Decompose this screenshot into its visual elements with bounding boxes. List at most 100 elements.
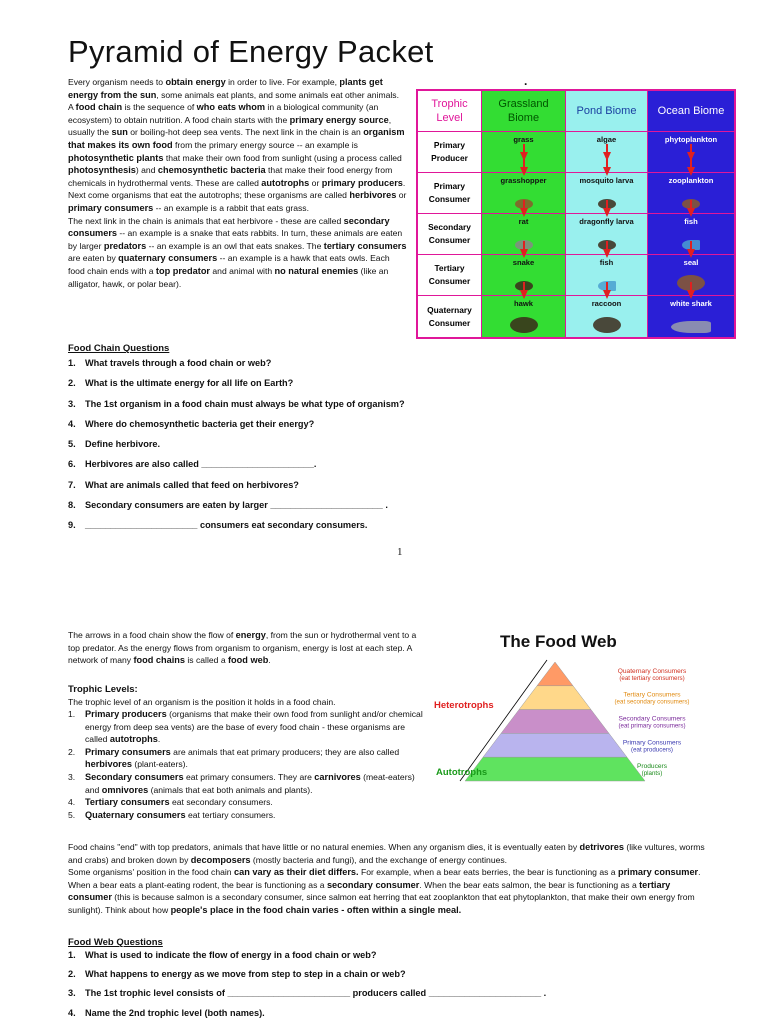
bold-term: tertiary consumer [68,879,671,903]
bold-term: autotrophs [261,177,310,188]
energy-arrow-icon [602,144,611,161]
question-item: 4.Name the 2nd trophic level (both names… [68,1008,546,1027]
text-run: . [268,655,271,666]
question-text: ______________________ consumers eat sec… [85,520,368,531]
stray-dot: . [524,74,528,88]
energy-arrow-icon [519,144,528,161]
trophic-level-item: 3.Secondary consumers eat primary consum… [68,771,428,796]
page-title: Pyramid of Energy Packet [68,34,434,69]
bold-term: energy [235,630,266,640]
bold-term: who eats whom [196,102,266,113]
text-run: , some animals eat plants, and some anim… [156,89,399,100]
table-header-pond: Pond Biome [566,91,648,132]
question-text: Define herbivore. [85,439,161,450]
text-run: (meat-eaters) and [85,771,415,795]
bold-term: photosynthesis [68,165,136,176]
organism-label: grasshopper [500,176,547,185]
trophic-level-item: 2.Primary consumers are animals that eat… [68,746,428,771]
text-run: in a biological community (an ecosystem)… [68,102,379,125]
trophic-levels-heading: Trophic Levels: [68,684,138,695]
energy-arrow-icon [687,144,695,161]
energy-arrow-icon [602,200,611,217]
animal-picture-icon [671,321,711,333]
text-run: (organisms that make their own food from… [85,709,423,745]
trophic-levels-list: 1. Primary producers (organisms that make… [68,708,428,821]
text-run: . When the bear eats salmon, the bear is… [419,879,640,890]
question-item: 6. Herbivores are also called ___________… [68,459,405,479]
text-run: or [309,177,322,188]
text-run: . [157,734,161,745]
table-header-level: Trophic Level [418,91,482,132]
text-run: in order to live. For example, [225,77,340,87]
text-run: The arrows in a food chain show the flow… [68,630,236,640]
heterotrophs-label: Heterotrophs [434,700,494,711]
organism-label: dragonfly larva [579,217,634,226]
bold-term: herbivores [349,190,397,201]
table-cell-level: Primary Consumer [418,173,482,214]
text-run: (this is because salmon is a secondary c… [68,892,695,915]
question-number: 6. [68,459,76,470]
question-item: 5. Define herbivore. [68,439,405,459]
bold-term: Primary producers [85,709,167,719]
text-run: For example, when a bear eats berries, t… [358,867,618,878]
energy-arrow-icon [687,241,695,258]
food-chain-questions: Food Chain Questions 1.What travels thro… [68,343,405,541]
question-number: 1. [68,358,76,368]
question-text: What happens to energy as we move from s… [85,969,406,980]
question-text: Herbivores are also called _____________… [85,459,317,470]
bold-term: primary producers [321,177,403,188]
bold-term: food web [228,655,269,666]
organism-label: algae [596,135,617,144]
question-text: What are animals called that feed on her… [85,479,299,490]
text-run: (plant-eaters). [131,759,188,770]
food-web-questions: Food Web Questions 1.What is used to ind… [68,937,546,1027]
bold-term: sun [111,127,128,138]
text-run: , usually the [68,114,392,138]
table-header-grassland: Grassland Biome [482,91,566,132]
table-cell-level: Tertiary Consumer [418,255,482,296]
question-text: What is used to indicate the flow of ene… [85,950,377,960]
table-cell-level: Primary Producer [418,132,482,173]
bold-term: Secondary consumers [85,771,184,782]
organism-label: hawk [514,299,533,308]
trophic-level-item: 5.Quaternary consumers eat tertiary cons… [68,809,428,822]
table-cell-level: Secondary Consumer [418,214,482,255]
organism-label: rat [518,217,529,226]
table-cell-level: Quaternary Consumer [418,296,482,337]
text-run: Next come organisms that eat the autotro… [68,190,350,201]
bold-term: predators [103,240,147,251]
text-run: eat secondary consumers. [169,797,273,808]
question-number: 4. [68,418,76,429]
text-run: . [402,177,406,188]
table-header-ocean: Ocean Biome [648,91,734,132]
question-number: 3. [68,988,76,999]
organism-label: fish [599,258,614,267]
energy-arrow-icon [519,159,528,176]
text-run: is the sequence of [122,102,197,113]
text-run: and animal with [210,265,275,276]
question-item: 3.The 1st organism in a food chain must … [68,399,405,419]
trophic-table-grid: Trophic Level Grassland Biome Pond Biome… [418,91,734,337]
bold-term: primary consumers [68,202,154,213]
text-run: are eaten by [68,253,119,264]
question-item: 1.What travels through a food chain or w… [68,358,405,378]
pyramid-level-band [518,685,592,710]
text-run: or boiling-hot deep sea vents. The next … [127,127,364,138]
energy-arrow-icon [519,282,528,299]
text-run: A [68,102,76,113]
bold-term: secondary consumer [326,879,420,890]
organism-label: snake [512,258,535,267]
text-run: or [396,190,407,201]
trophic-levels-intro: The trophic level of an organism is the … [68,697,336,707]
question-number: 5. [68,439,76,450]
pyramid-level-sublabel: (eat primary consumers) [618,723,685,730]
item-number: 1. [68,709,76,719]
bold-term: quaternary consumers [118,253,218,264]
question-number: 9. [68,520,76,531]
organism-label: fish [684,217,698,226]
text-run: are animals that eat primary producers; … [170,746,400,757]
bold-term: chemosynthetic bacteria [157,165,266,176]
text-run: Some organisms' position in the food cha… [68,867,234,878]
pyramid-level-sublabel: (eat secondary consumers) [615,699,690,706]
question-text: The 1st trophic level consists of ______… [85,988,547,999]
